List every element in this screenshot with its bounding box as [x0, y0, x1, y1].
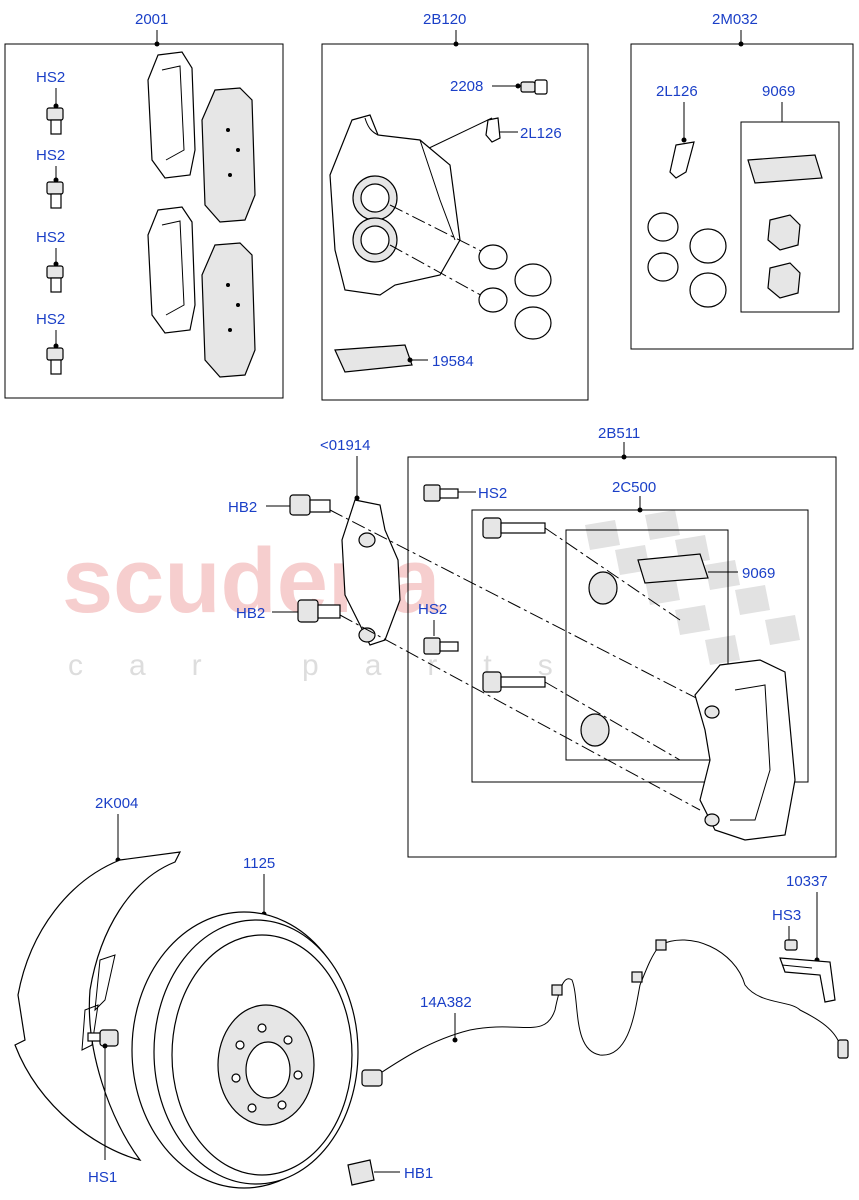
- label-hs2-b: HS2: [36, 147, 65, 164]
- brake-pad-icon: [201, 242, 256, 378]
- label-bleed-screw: 2208: [450, 78, 483, 95]
- label-hs2-c: HS2: [36, 229, 65, 246]
- bolt-icon: [423, 484, 459, 502]
- brake-pad-icon: [201, 87, 256, 223]
- wear-sensor-icon: [361, 939, 849, 1087]
- carrier-label: 2B511: [598, 425, 640, 442]
- bracket-plate-group: <01914 HB2 HB2: [228, 437, 701, 811]
- caliper-group: 2B120 2208 2L126: [321, 11, 589, 401]
- label-hs3: HS3: [772, 907, 801, 924]
- guide-bush-icon: [580, 571, 618, 747]
- grease-kit-box: [740, 121, 840, 313]
- label-cap-kit: 2L126: [656, 83, 698, 100]
- caliper-kit-label: 2M032: [712, 11, 758, 28]
- bolt-icon: [46, 265, 64, 293]
- label-hb2-b: HB2: [236, 605, 265, 622]
- carrier-grease-box: [565, 529, 729, 761]
- label-hs1: HS1: [88, 1169, 117, 1186]
- clip-group: 10337 HS3: [772, 873, 836, 1003]
- mounting-clip-icon: [779, 957, 836, 1003]
- guide-bush-icon: [767, 214, 801, 299]
- bleed-cap-icon: [669, 141, 695, 179]
- screw-icon: [87, 1029, 119, 1047]
- label-sensor: 14A382: [420, 994, 472, 1011]
- bracket-plate-icon: [341, 499, 401, 646]
- bolt-icon: [289, 494, 331, 516]
- label-hs2-d: HS2: [36, 311, 65, 328]
- grease-sachet-icon: [747, 154, 823, 184]
- bleed-screw-icon: [520, 79, 548, 95]
- pads-group: 2001 HS2 HS2 HS2 HS2: [4, 11, 284, 399]
- caliper-label: 2B120: [423, 11, 466, 28]
- guide-pin-icon: [482, 517, 546, 693]
- label-grease-a: 19584: [432, 353, 474, 370]
- caliper-kit-group: 2M032 2L126 9069: [630, 11, 854, 350]
- bolt-icon: [46, 347, 64, 375]
- screw-icon: [784, 939, 798, 951]
- label-clip: 10337: [786, 873, 828, 890]
- bleed-cap-icon: [485, 117, 501, 143]
- screw-icon: [347, 1159, 375, 1186]
- label-shield: 2K004: [95, 795, 138, 812]
- bolt-icon: [46, 181, 64, 209]
- pads-label: 2001: [135, 11, 168, 28]
- caliper-carrier-icon: [694, 659, 796, 841]
- label-hs2-a: HS2: [36, 69, 65, 86]
- carrier-kit-label: 2C500: [612, 479, 656, 496]
- brake-disc-icon: [131, 911, 359, 1189]
- label-bleed-cap-a: 2L126: [520, 125, 562, 142]
- bolt-icon: [423, 637, 459, 655]
- pads-box: [4, 43, 284, 399]
- carrier-group: 2B511 HS2 2C500 9069 HS2: [407, 425, 837, 858]
- label-disc: 1125: [243, 855, 275, 872]
- label-hb2-a: HB2: [228, 499, 257, 516]
- label-hb1: HB1: [404, 1165, 433, 1182]
- label-grease-b: 9069: [742, 565, 775, 582]
- seal-ring-icon: [647, 212, 727, 308]
- sensor-group: 14A382: [361, 939, 849, 1087]
- bolt-icon: [297, 599, 341, 623]
- label-hs2-f: HS2: [418, 601, 447, 618]
- brake-pad-icon: [147, 51, 196, 179]
- brake-pad-icon: [147, 206, 196, 334]
- watermark: scuderia car parts: [62, 510, 800, 682]
- label-grease-kit: 9069: [762, 83, 795, 100]
- seal-ring-icon: [478, 244, 552, 340]
- shield-group: 2K004 HS1: [14, 795, 182, 1186]
- grease-sachet-icon: [637, 553, 709, 584]
- disc-group: 1125 HB1: [131, 855, 433, 1189]
- grease-sachet-icon: [334, 344, 413, 373]
- label-bracket-plate: <01914: [320, 437, 370, 454]
- bolt-icon: [46, 107, 64, 135]
- dust-shield-icon: [14, 851, 182, 1161]
- caliper-body-icon: [329, 114, 461, 296]
- label-hs2-e: HS2: [478, 485, 507, 502]
